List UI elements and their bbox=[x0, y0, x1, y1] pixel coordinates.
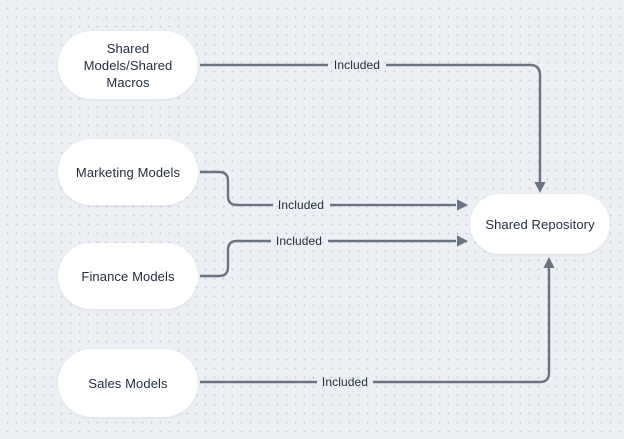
node-shared-models-shared-macros: Shared Models/Shared Macros bbox=[58, 31, 198, 99]
node-finance-models: Finance Models bbox=[58, 243, 198, 309]
edge-finance-to-repository: Included bbox=[200, 234, 468, 278]
edge-line bbox=[373, 267, 551, 384]
node-label: Finance Models bbox=[81, 268, 175, 284]
edge-line bbox=[386, 63, 542, 183]
node-shared-repository: Shared Repository bbox=[470, 194, 610, 254]
arrowhead-right-icon bbox=[457, 235, 468, 247]
edge-shared-models-to-repository: Included bbox=[200, 58, 546, 193]
node-label: Marketing Models bbox=[75, 164, 181, 180]
node-sales-models: Sales Models bbox=[58, 349, 198, 417]
edge-label: Included bbox=[276, 234, 322, 248]
arrowhead-up-icon bbox=[543, 257, 555, 268]
edge-line bbox=[200, 239, 271, 278]
edge-label: Included bbox=[278, 198, 324, 212]
edge-sales-to-repository: Included bbox=[200, 257, 555, 389]
node-label: Shared Models/Shared Macros bbox=[83, 40, 173, 90]
edge-marketing-to-repository: Included bbox=[200, 170, 468, 212]
edge-line bbox=[200, 170, 273, 207]
edge-label: Included bbox=[334, 58, 380, 72]
edge-label: Included bbox=[322, 375, 368, 389]
arrowhead-right-icon bbox=[457, 199, 468, 211]
node-marketing-models: Marketing Models bbox=[58, 139, 198, 205]
node-label: Shared Repository bbox=[485, 216, 595, 232]
arrowhead-down-icon bbox=[534, 182, 546, 193]
node-label: Sales Models bbox=[88, 375, 168, 391]
